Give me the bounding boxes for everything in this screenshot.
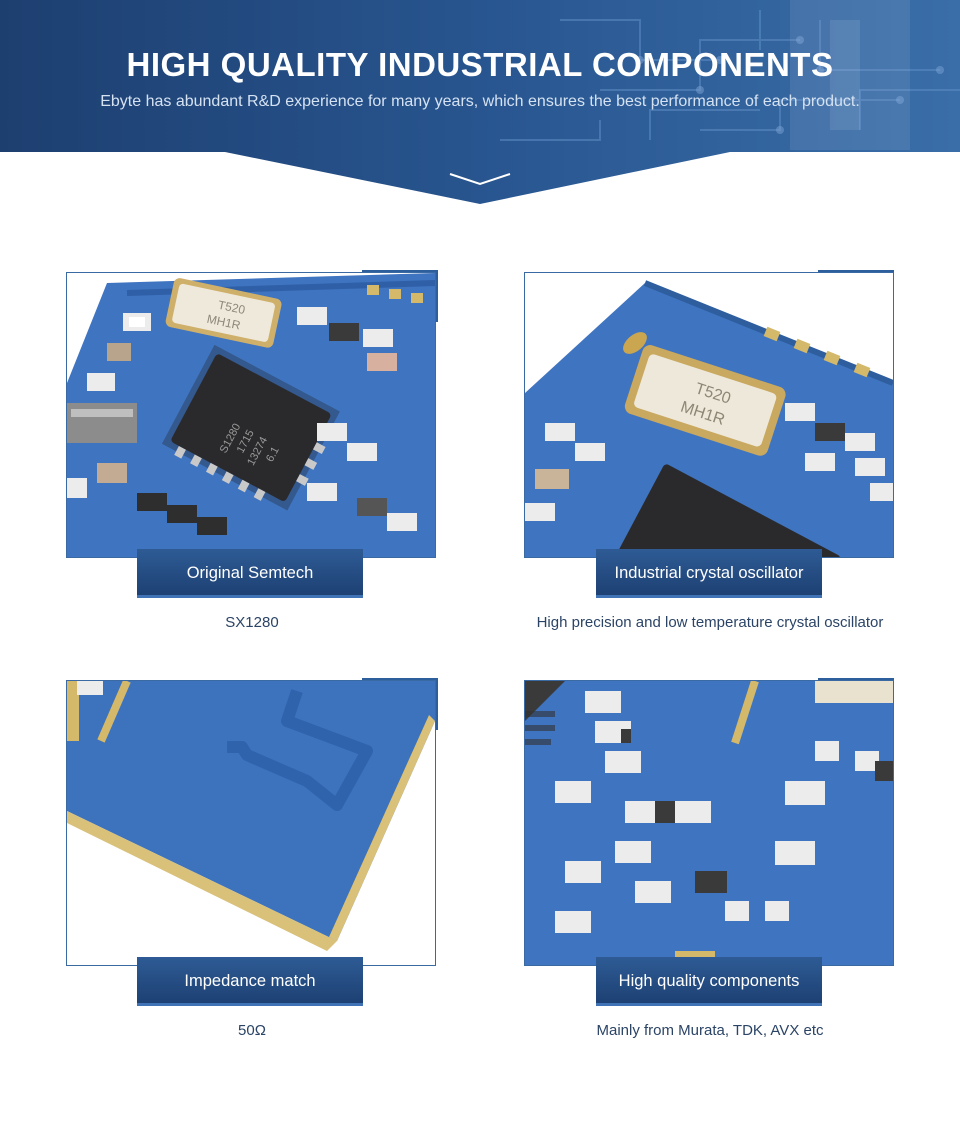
- page-subtitle: Ebyte has abundant R&D experience for ma…: [100, 93, 860, 110]
- feature-description: SX1280: [225, 614, 279, 631]
- corner-accent: [436, 270, 438, 322]
- feature-label: Industrial crystal oscillator: [596, 549, 822, 598]
- feature-description: 50Ω: [238, 1022, 266, 1039]
- corner-accent: [362, 678, 438, 681]
- feature-card-impedance: Impedance match 50Ω: [66, 678, 438, 1039]
- crystal-marking: T520: [217, 298, 247, 317]
- page-title: HIGH QUALITY INDUSTRIAL COMPONENTS: [126, 46, 834, 83]
- feature-card-semtech: T520 MH1R S1280 1715 13274 6.1: [66, 270, 438, 631]
- pcb-antenna-image: [66, 680, 436, 966]
- feature-card-components: High quality components Mainly from Mura…: [524, 678, 896, 1039]
- feature-description: High precision and low temperature cryst…: [536, 614, 884, 631]
- corner-accent: [818, 678, 894, 681]
- semtech-chip-image: T520 MH1R S1280 1715 13274 6.1: [66, 272, 436, 558]
- feature-card-crystal: T520 MH1R S1280 1715 13274 6.1: [524, 270, 896, 631]
- feature-label: Original Semtech: [137, 549, 363, 598]
- corner-accent: [818, 270, 894, 273]
- feature-description: Mainly from Murata, TDK, AVX etc: [596, 1022, 824, 1039]
- feature-label: High quality components: [596, 957, 822, 1006]
- crystal-oscillator-image: T520 MH1R S1280 1715 13274 6.1: [524, 272, 894, 558]
- corner-accent: [362, 270, 438, 273]
- chevron-down-icon: [449, 173, 511, 186]
- svg-text:MH1R: MH1R: [206, 312, 242, 333]
- banner-background: [0, 0, 960, 204]
- corner-accent: [436, 678, 438, 730]
- feature-label: Impedance match: [137, 957, 363, 1006]
- header-banner: HIGH QUALITY INDUSTRIAL COMPONENTS Ebyte…: [0, 0, 960, 205]
- smd-components-image: [524, 680, 894, 966]
